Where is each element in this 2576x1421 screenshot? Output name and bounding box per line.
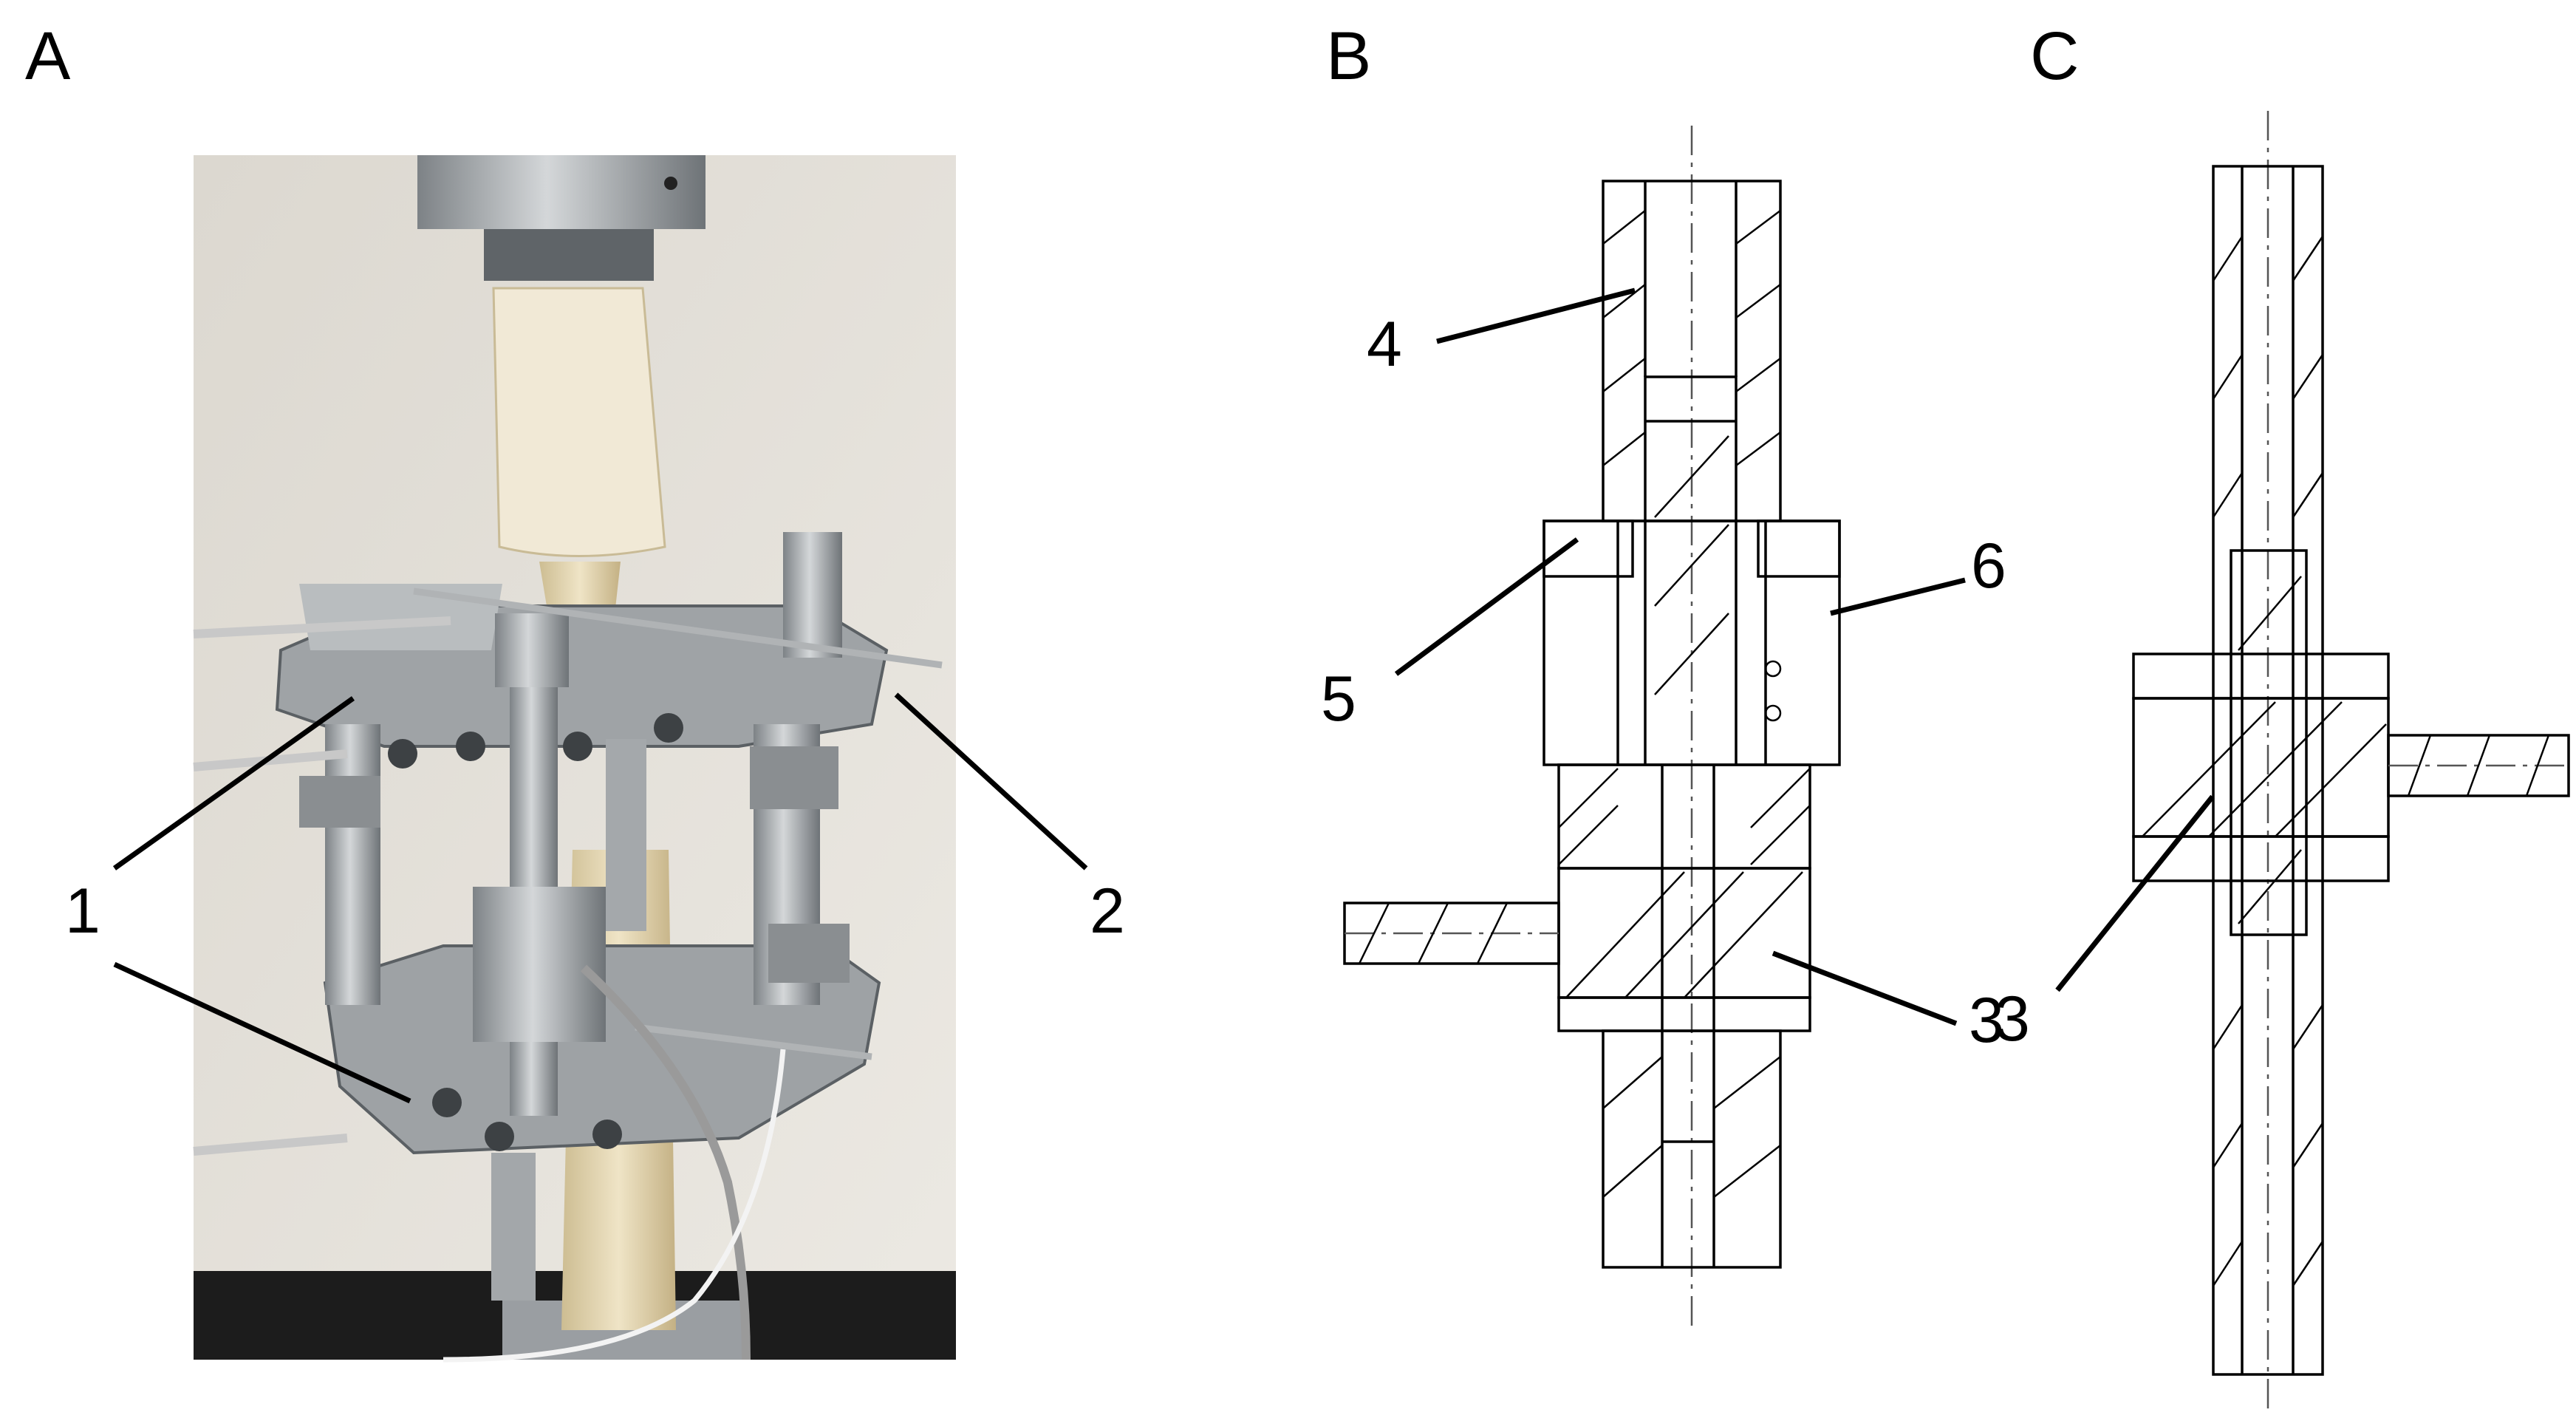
flange-housing xyxy=(1542,519,1841,766)
leader-5 xyxy=(1394,537,1579,676)
wire-upper-2 xyxy=(413,587,943,669)
bolt-4 xyxy=(654,713,683,743)
bolt-3 xyxy=(563,732,592,761)
callout-1: 1 xyxy=(65,876,100,947)
ball-1 xyxy=(1764,660,1782,678)
load-cell-hole xyxy=(664,177,677,190)
load-cell-collar xyxy=(484,229,654,281)
white-cable xyxy=(443,1049,786,1363)
base-column xyxy=(491,1153,536,1301)
strut-back xyxy=(606,739,646,931)
flange-c-upper xyxy=(2132,652,2390,700)
tube-lower xyxy=(1602,1029,1782,1269)
leader-3-c xyxy=(2055,794,2215,992)
sensor-body xyxy=(473,887,606,1042)
drawing-panel-c xyxy=(2132,111,2570,1411)
callout-2: 2 xyxy=(1090,876,1125,947)
flange-cap-right xyxy=(1757,519,1841,578)
wire-lower-1 xyxy=(193,1134,348,1156)
leader-1-lower xyxy=(113,961,411,1104)
callout-3-b: 3 xyxy=(1969,985,2004,1056)
knurl-bottom-right xyxy=(768,924,850,983)
bolt-2 xyxy=(456,732,485,761)
panel-letter-a: A xyxy=(25,18,71,94)
knurl-right xyxy=(750,746,838,809)
wire-lower-2 xyxy=(635,1023,872,1060)
leader-1-upper xyxy=(112,696,355,870)
panel-letter-c: C xyxy=(2030,18,2080,94)
leader-6 xyxy=(1830,577,1966,616)
leader-3-b xyxy=(1772,950,1958,1026)
pin-post-right xyxy=(783,532,842,658)
hatching-b xyxy=(1358,210,1811,1198)
strut-left xyxy=(325,724,380,1005)
callout-6: 6 xyxy=(1971,531,2006,602)
flange-c-lower xyxy=(2132,835,2390,882)
panel-letter-b: B xyxy=(1326,18,1372,94)
drawing-panel-b xyxy=(1343,126,1841,1326)
bolt-1 xyxy=(388,739,417,769)
pin-post-front xyxy=(495,613,569,687)
load-cell-top xyxy=(417,155,706,229)
sensor-cable xyxy=(580,964,751,1360)
bolt-7 xyxy=(592,1120,622,1149)
bone-cup-upper xyxy=(492,287,666,557)
callout-3-c: 3 xyxy=(1995,984,2030,1054)
wire-upper-1 xyxy=(193,616,451,638)
callout-5: 5 xyxy=(1321,664,1356,735)
tube-c xyxy=(2212,165,2324,1376)
callout-4: 4 xyxy=(1367,309,1402,380)
joint-block-c xyxy=(2132,697,2390,838)
lower-hub xyxy=(1557,763,1811,870)
strut-front xyxy=(510,635,558,1116)
plug-upper xyxy=(1644,375,1738,522)
tube-lower-collar xyxy=(1557,996,1811,1032)
bolt-6 xyxy=(485,1122,514,1151)
joint-block xyxy=(1557,867,1811,999)
leader-2 xyxy=(894,692,1088,870)
hatching-c xyxy=(2142,236,2550,1287)
upper-ring-top xyxy=(299,584,502,650)
bolt-5 xyxy=(432,1088,462,1117)
ball-2 xyxy=(1764,704,1782,722)
flange-cap-left xyxy=(1542,519,1634,578)
leader-4 xyxy=(1436,287,1636,344)
photo-apparatus xyxy=(193,155,956,1363)
knurl-left xyxy=(299,776,380,828)
joint-core-c xyxy=(2230,549,2308,936)
